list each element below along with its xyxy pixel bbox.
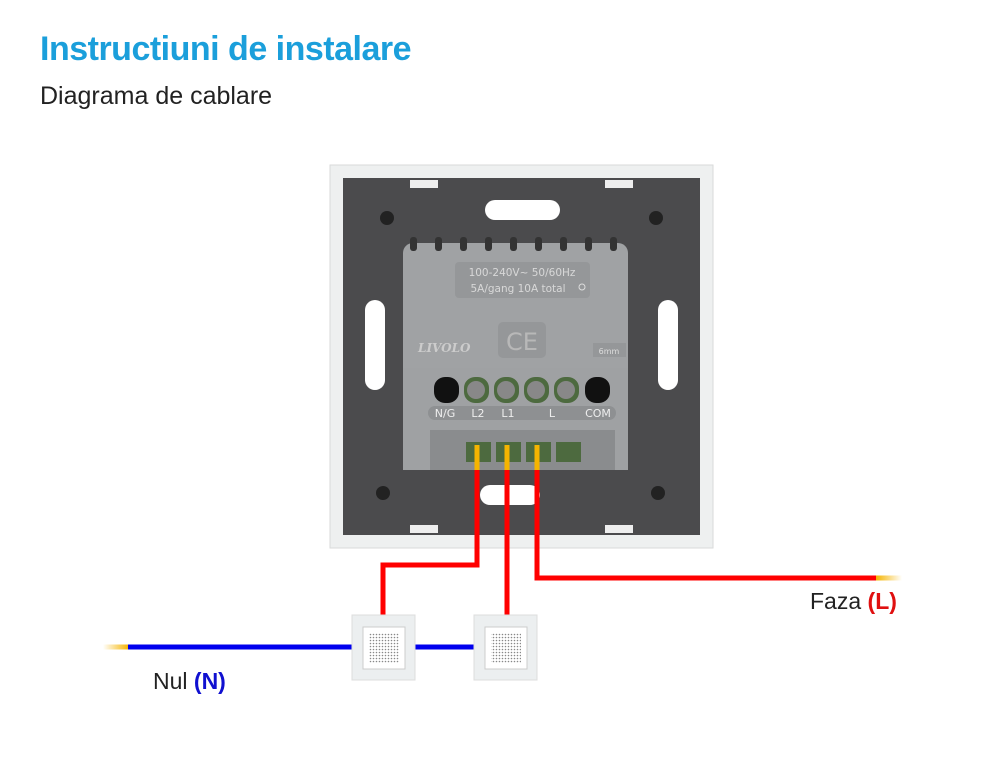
switch-module: 100-240V~ 50/60Hz 5A/gang 10A total CE L… — [403, 237, 628, 470]
terminal-label-l1: L1 — [501, 407, 514, 420]
phase-label-text: Faza — [810, 588, 862, 614]
neutral-label-code: (N) — [193, 668, 226, 694]
strip-length-gauge: 6mm — [599, 347, 620, 356]
terminal-screws — [434, 377, 610, 403]
phase-wires — [380, 445, 902, 615]
terminal-label-ng: N/G — [435, 407, 455, 420]
brand-logo: LIVOLO — [417, 341, 471, 355]
page-subtitle: Diagrama de cablare — [40, 82, 273, 110]
terminal-label-com: COM — [585, 407, 611, 420]
current-rating: 5A/gang 10A total — [470, 283, 565, 295]
phase-label-code: (L) — [867, 588, 897, 614]
neutral-label-text: Nul — [153, 668, 188, 694]
ce-mark: CE — [506, 328, 538, 356]
neutral-wires — [103, 644, 474, 650]
light-fixture-2 — [473, 614, 538, 681]
screw-icon — [376, 211, 665, 500]
phase-label: Faza (L) — [810, 588, 897, 615]
light-fixture-1 — [351, 614, 416, 681]
page-title: Instructiuni de instalare — [40, 30, 412, 68]
terminal-label-l: L — [549, 407, 556, 420]
terminal-label-l2: L2 — [471, 407, 484, 420]
voltage-rating: 100-240V~ 50/60Hz — [469, 267, 576, 279]
light-icon — [578, 283, 586, 291]
neutral-label: Nul (N) — [153, 668, 226, 695]
